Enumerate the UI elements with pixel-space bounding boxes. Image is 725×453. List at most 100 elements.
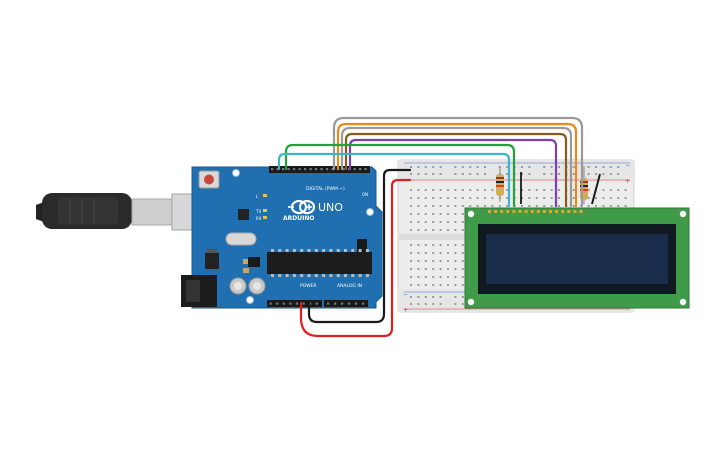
led-tx <box>263 209 267 212</box>
lcd-pin <box>506 210 510 213</box>
breadboard-hole <box>617 173 620 175</box>
chip-leg <box>314 249 318 252</box>
breadboard-hole <box>624 197 627 199</box>
lcd-pin <box>579 210 583 213</box>
breadboard-hole <box>424 244 427 246</box>
header-pin <box>326 168 329 171</box>
breadboard-hole <box>454 244 457 246</box>
lcd-pin <box>530 210 534 213</box>
breadboard-hole <box>461 166 464 168</box>
header-pin <box>342 168 345 171</box>
breadboard-hole <box>410 173 412 175</box>
breadboard-hole <box>454 221 457 223</box>
breadboard-hole <box>521 173 523 175</box>
breadboard-hole <box>469 205 472 207</box>
chip-leg <box>336 274 340 277</box>
breadboard-hole <box>461 303 464 305</box>
resistor-1 <box>496 166 504 202</box>
mount-hole <box>467 210 475 218</box>
breadboard-hole <box>410 197 412 199</box>
chip-leg <box>285 274 289 277</box>
breadboard-hole <box>602 197 605 199</box>
mount-hole <box>246 296 254 304</box>
breadboard-hole <box>595 205 597 207</box>
breadboard-hole <box>506 189 509 191</box>
lcd-pins <box>488 210 583 213</box>
mount-hole <box>366 208 374 216</box>
breadboard-hole <box>454 166 457 168</box>
chip-leg <box>365 249 369 252</box>
header-pin <box>315 302 318 305</box>
chip-leg <box>344 274 347 277</box>
breadboard-hole <box>461 268 464 270</box>
breadboard-hole <box>417 189 420 191</box>
breadboard-hole <box>432 260 435 262</box>
wire-purple <box>348 138 558 208</box>
breadboard-hole <box>439 284 442 286</box>
usb-plug-metal <box>131 198 173 226</box>
breadboard-hole <box>432 189 435 191</box>
lcd-pin <box>542 210 546 213</box>
breadboard-hole <box>454 229 457 231</box>
chip-leg <box>278 249 282 252</box>
lcd-pin <box>561 210 565 213</box>
wires <box>277 116 584 338</box>
breadboard-hole <box>417 197 420 199</box>
header-pin <box>302 302 305 305</box>
header-pin <box>355 302 358 305</box>
breadboard-hole <box>417 166 420 168</box>
header-pin <box>364 168 367 171</box>
breadboard-hole <box>558 166 560 168</box>
breadboard-hole <box>602 189 605 191</box>
breadboard-hole <box>543 166 546 168</box>
icsp-header <box>248 257 260 267</box>
header-pin <box>341 302 344 305</box>
lcd-pin <box>494 210 498 213</box>
breadboard-hole <box>469 173 472 175</box>
breadboard-hole <box>432 268 435 270</box>
chip-leg <box>300 249 304 252</box>
breadboard-hole <box>528 189 531 191</box>
breadboard-hole <box>572 197 575 199</box>
breadboard-hole <box>484 173 486 175</box>
wire-red <box>299 178 412 338</box>
wire-gray-inner <box>340 126 573 208</box>
rail-minus-symbol-bottom: − <box>403 291 408 298</box>
chip-leg <box>358 274 362 277</box>
l-label: L <box>256 194 259 199</box>
breadboard-hole <box>469 166 472 168</box>
breadboard-hole <box>424 166 427 168</box>
breadboard-hole <box>587 173 590 175</box>
digital-header <box>269 166 370 173</box>
breadboard-hole <box>484 197 486 199</box>
breadboard-hole <box>417 252 420 254</box>
breadboard-hole <box>410 276 412 278</box>
chip-leg <box>285 249 289 252</box>
header-pin <box>287 168 290 171</box>
breadboard-hole <box>461 252 464 254</box>
breadboard-hole <box>439 303 442 305</box>
breadboard-hole <box>572 189 575 191</box>
breadboard-hole <box>410 268 412 270</box>
breadboard-hole <box>447 268 449 270</box>
header-pin <box>353 168 356 171</box>
breadboard-hole <box>454 252 457 254</box>
brand-label: ARDUINO <box>283 215 314 222</box>
breadboard-hole <box>439 197 442 199</box>
breadboard-hole <box>432 166 435 168</box>
breadboard-hole <box>417 303 420 305</box>
breadboard-hole <box>454 303 457 305</box>
breadboard-hole <box>410 221 412 223</box>
lcd-pin <box>512 210 516 213</box>
breadboard-hole <box>439 276 442 278</box>
breadboard-hole <box>417 205 420 207</box>
breadboard-hole <box>454 189 457 191</box>
breadboard-hole <box>587 166 590 168</box>
chip-leg <box>351 274 355 277</box>
breadboard-hole <box>410 252 412 254</box>
led-rx <box>263 216 267 219</box>
breadboard-hole <box>528 197 531 199</box>
breadboard-hole <box>410 166 412 168</box>
breadboard-hole <box>484 189 486 191</box>
reset-button-cap <box>204 174 214 185</box>
